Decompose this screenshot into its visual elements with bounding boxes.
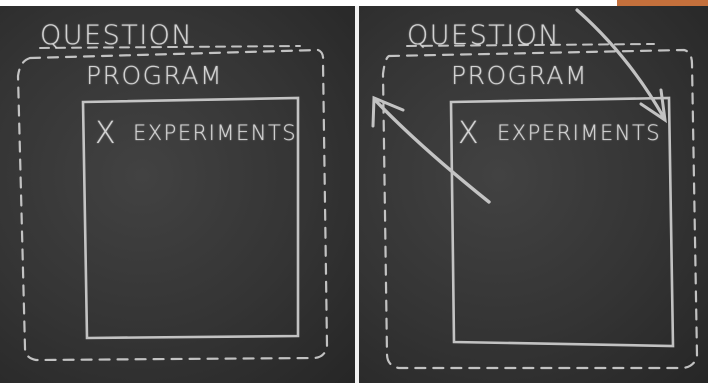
arrow-diagonal-up-icon	[373, 98, 491, 204]
chalk-drawing-left	[16, 45, 329, 362]
program-label: PROGRAM	[86, 61, 224, 90]
dashed-outer-box	[16, 48, 329, 362]
experiments-label: EXPERIMENTS	[133, 121, 298, 145]
chalkboard-photo-left: QUESTION PROGRAM X EXPERIMENTS	[0, 6, 355, 383]
program-label: PROGRAM	[451, 61, 589, 90]
arrowhead-down-icon	[639, 88, 667, 124]
solid-inner-box	[81, 96, 300, 340]
question-label: QUESTION	[407, 20, 561, 51]
chalkboard-photo-right: QUESTION PROGRAM X EXPERIMENTS	[359, 6, 708, 383]
photo-divider	[355, 6, 359, 383]
x-label: X	[95, 116, 118, 151]
arrow-diagonal-down-icon	[575, 8, 666, 120]
top-accent-strip	[617, 0, 708, 6]
chalk-drawing-right	[371, 8, 699, 370]
dashed-underline-question	[406, 43, 655, 47]
dashed-underline-question	[39, 45, 301, 49]
experiments-label: EXPERIMENTS	[497, 121, 662, 145]
solid-inner-box	[449, 96, 675, 348]
dashed-outer-box	[381, 48, 699, 370]
question-label: QUESTION	[40, 20, 194, 51]
x-label: X	[458, 116, 481, 151]
arrowhead-up-icon	[371, 95, 405, 128]
